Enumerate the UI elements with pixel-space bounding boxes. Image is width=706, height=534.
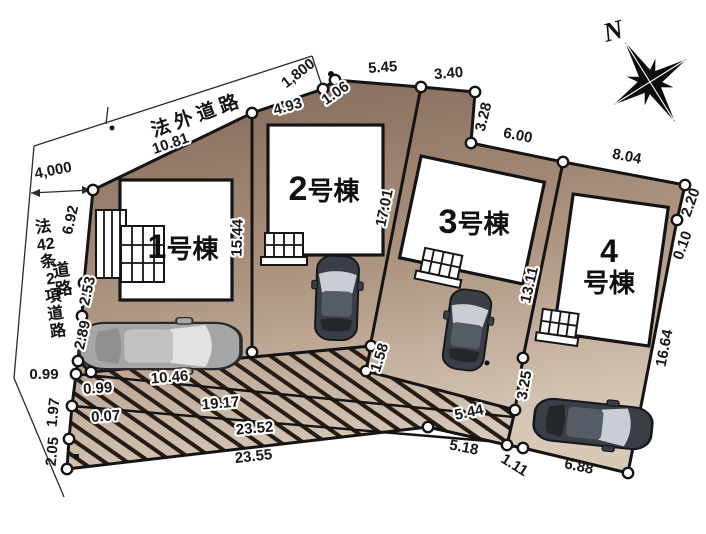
dim-3-40: 3.40 — [433, 64, 464, 83]
setback-hatch-area — [67, 346, 515, 469]
car-lot1 — [79, 317, 241, 375]
balcony-1-icon — [95, 209, 165, 283]
dim-19-17: 19.17 — [201, 393, 240, 413]
balcony-4-icon — [534, 307, 580, 348]
building-2-label: 2号棟 — [289, 170, 361, 208]
dim-1-97: 1.97 — [44, 397, 64, 428]
balcony-3-icon — [413, 246, 464, 290]
dim-23-55: 23.55 — [234, 446, 273, 467]
building-2 — [260, 123, 385, 266]
dim-16-64: 16.64 — [653, 327, 677, 368]
dim-10-46: 10.46 — [150, 367, 189, 387]
car-lot2 — [309, 255, 365, 341]
left-road-designation: 法42条2項道路 — [33, 216, 68, 341]
dim-2-05: 2.05 — [43, 436, 63, 467]
boundary-vertex-markers — [60, 73, 692, 480]
building-3-label: 3号棟 — [439, 203, 511, 241]
dim-5-45: 5.45 — [368, 58, 398, 77]
left-road-label: 道路 — [51, 259, 74, 300]
dim-5-18: 5.18 — [448, 436, 480, 458]
building-3 — [397, 154, 547, 290]
building-4 — [534, 192, 671, 348]
dim-6-00: 6.00 — [502, 124, 534, 146]
balcony-2-icon — [260, 232, 308, 266]
building-4-label-suffix: 号棟 — [583, 268, 636, 298]
survey-point-dots — [74, 71, 490, 459]
dim-0-99-left: 0.99 — [29, 366, 58, 383]
dim-23-52: 23.52 — [235, 418, 274, 438]
building-4-label-num: 4 — [600, 233, 618, 269]
building-1 — [95, 178, 234, 302]
road-edges — [13, 55, 324, 498]
dim-6-88: 6.88 — [563, 455, 595, 478]
dim-6-92: 6.92 — [59, 204, 82, 236]
building-1-label: 1号棟 — [148, 228, 220, 266]
dim-8-04: 8.04 — [611, 145, 644, 167]
dim-0-07: 0.07 — [91, 407, 121, 426]
compass-rose-icon: N — [599, 13, 687, 122]
dim-0-99-inner: 0.99 — [83, 379, 113, 398]
left-road-width-arrow — [30, 186, 92, 197]
site-outline — [65, 78, 687, 475]
dim-15-44: 15.44 — [228, 218, 246, 257]
dim-3-28: 3.28 — [472, 101, 496, 133]
dim-left-road-width: 4,000 — [33, 159, 73, 183]
